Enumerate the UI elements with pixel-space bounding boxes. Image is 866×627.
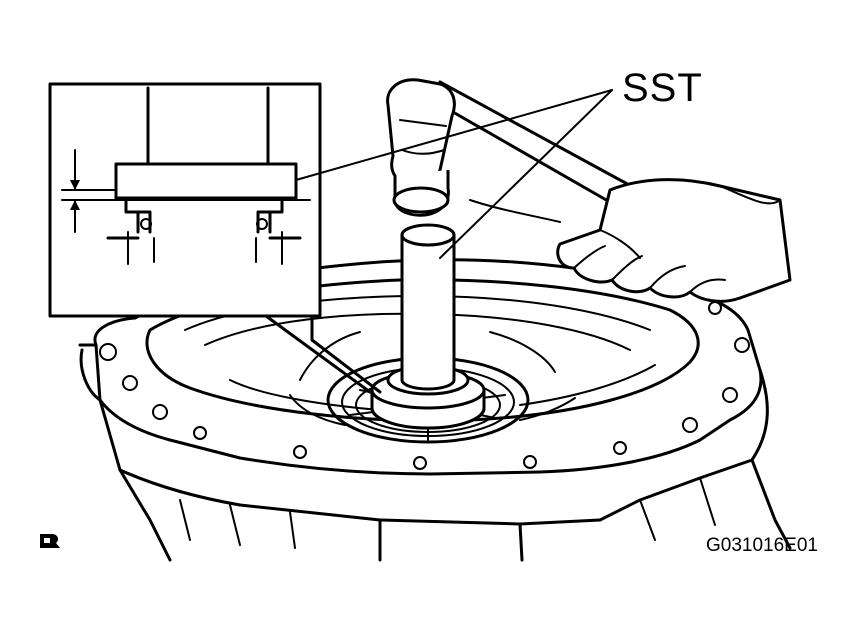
detail-inset [48, 82, 382, 394]
press-mark-icon [36, 530, 64, 550]
hand [469, 178, 792, 303]
seal-and-driver [326, 223, 530, 444]
figure-code-label: G031016E01 [706, 535, 818, 556]
sst-leaders [295, 89, 613, 259]
transmission-case [78, 258, 792, 562]
sst-label: SST [622, 66, 703, 110]
